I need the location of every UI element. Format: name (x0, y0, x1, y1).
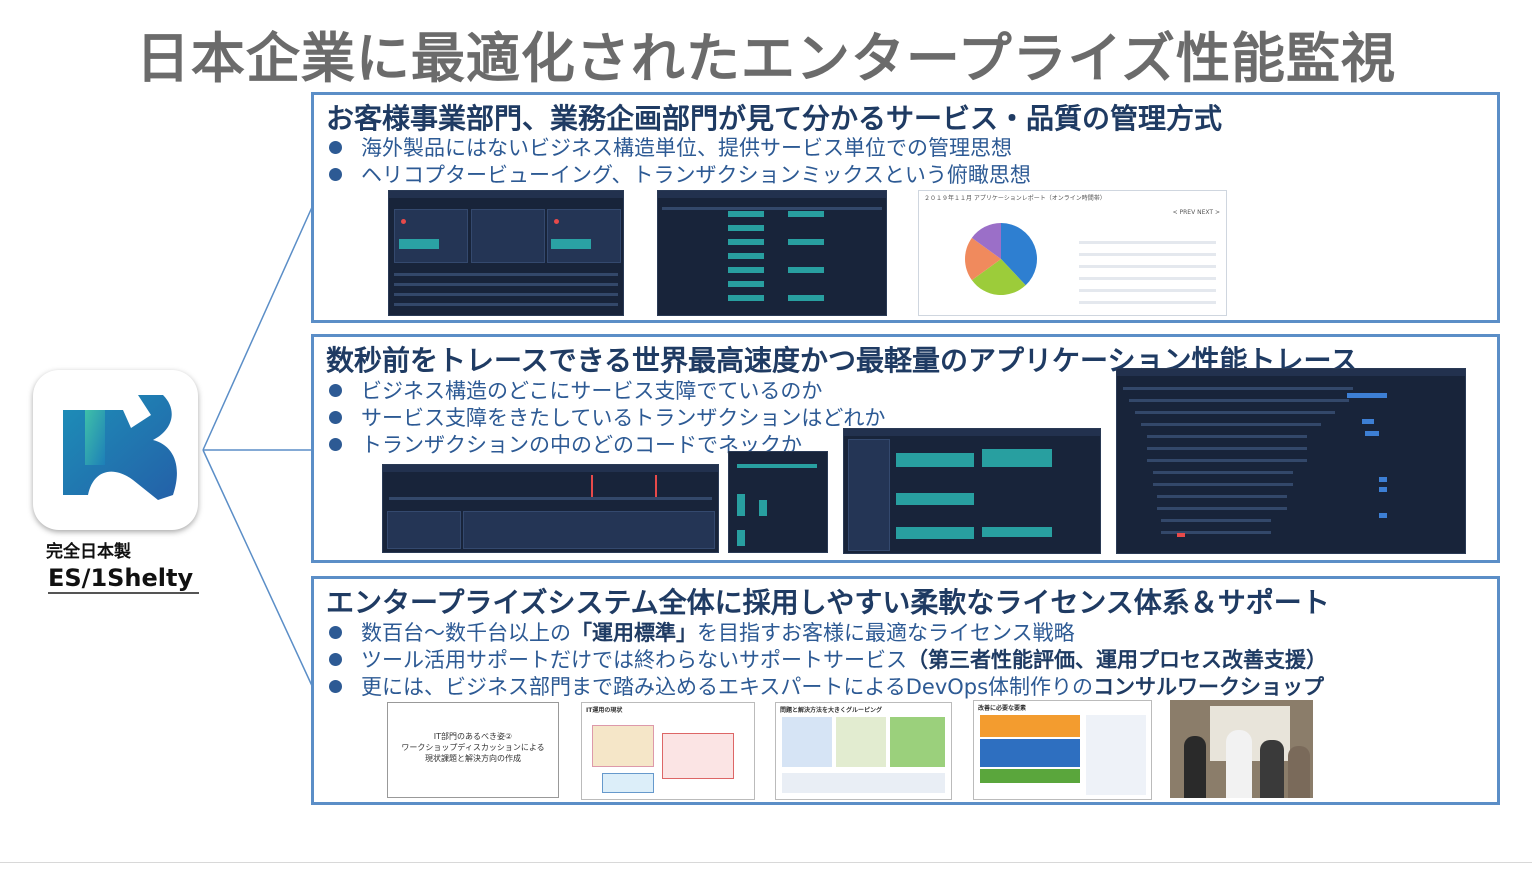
bullet-dot (329, 140, 342, 154)
pie-slice (971, 259, 1026, 295)
section-service-quality: お客様事業部門、業務企画部門が見て分かるサービス・品質の管理方式 海外製品にはな… (311, 92, 1500, 323)
pie-slice (965, 237, 1001, 281)
workshop-slide-thumbnail: IT部門のあるべき姿② ワークショップディスカッションによる 現状課題と解決方向… (387, 702, 559, 798)
footer-divider (0, 862, 1532, 863)
pie-slice (971, 223, 1001, 259)
improvement-elements-thumbnail: 改善に必要な要素 (973, 700, 1152, 800)
workshop-photo (1170, 700, 1313, 798)
report-pie-chart (965, 223, 1037, 295)
bullet-dot (329, 167, 342, 181)
bullet-dot (329, 410, 342, 424)
bullet-dot (329, 437, 342, 451)
server-detail-screenshot (843, 428, 1101, 554)
service-list-screenshot (657, 190, 887, 316)
bullet-item: 数百台～数千台以上の「運用標準」を目指すお客様に最適なライセンス戦略 (329, 617, 1075, 647)
shelty-logo (33, 370, 198, 530)
bullet-item: 更には、ビジネス部門まで踏み込めるエキスパートによるDevOps体制作りのコンサ… (329, 671, 1324, 701)
application-report-screenshot: ２０１９年１１月 アプリケーションレポート（オンライン時間帯） < PREV N… (918, 190, 1227, 316)
shelty-logo-icon (63, 395, 177, 500)
bullet-dot (329, 383, 342, 397)
bullet-item: ビジネス構造のどこにサービス支障でているのか (329, 375, 822, 405)
section-heading: エンタープライズシステム全体に採用しやすい柔軟なライセンス体系＆サポート (326, 586, 1330, 619)
logo-caption-product-name: ES/1Shelty (48, 564, 200, 594)
page-title: 日本企業に最適化されたエンタープライズ性能監視 (135, 27, 1397, 90)
grouping-thumbnail: 問題と解決方法を大きくグルーピング (775, 702, 952, 800)
call-tree-screenshot (1116, 368, 1466, 554)
bullet-dot (329, 679, 342, 693)
app-monitor-screenshot (382, 464, 719, 553)
bullet-dot (329, 652, 342, 666)
dashboard-screenshot (388, 190, 624, 316)
section-heading: お客様事業部門、業務企画部門が見て分かるサービス・品質の管理方式 (326, 102, 1223, 135)
trace-chart-screenshot (728, 451, 828, 553)
it-operations-thumbnail: IT運用の現状 (581, 702, 755, 800)
logo-caption-made-in-japan: 完全日本製 (46, 542, 131, 562)
bullet-item: サービス支障をきたしているトランザクションはどれか (329, 402, 885, 432)
bullet-item: ツール活用サポートだけでは終わらないサポートサービス（第三者性能評価、運用プロセ… (329, 644, 1327, 674)
bullet-dot (329, 625, 342, 639)
bullet-item: 海外製品にはないビジネス構造単位、提供サービス単位での管理思想 (329, 132, 1012, 162)
section-application-trace: 数秒前をトレースできる世界最高速度かつ最軽量のアプリケーション性能トレース ビジ… (311, 334, 1500, 563)
bullet-item: ヘリコプタービューイング、トランザクションミックスという俯瞰思想 (329, 159, 1031, 189)
pie-slice (1001, 223, 1037, 286)
